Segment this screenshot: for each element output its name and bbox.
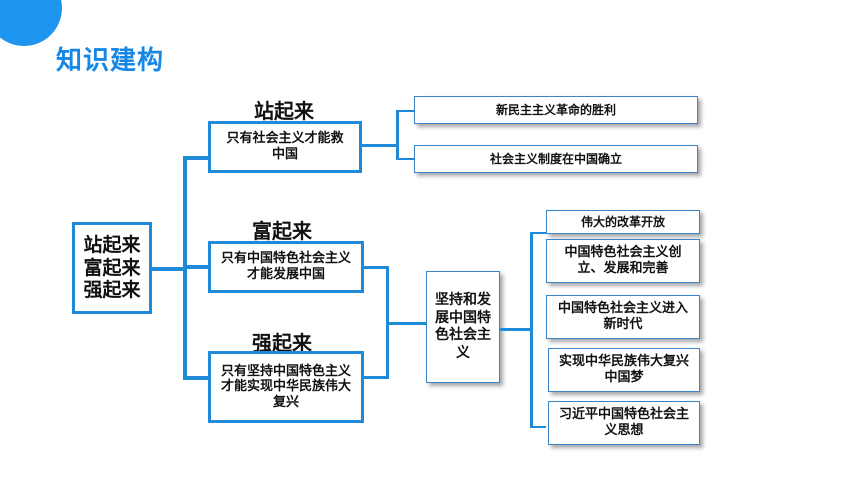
connector-line [386,322,426,325]
root-line-2: 富起来 [83,256,141,279]
stage-box-stand-up: 只有社会主义才能救中国 [208,121,362,173]
stage-heading-stand-up: 站起来 [254,99,314,123]
root-line-1: 站起来 [83,233,141,256]
stage-heading-get-rich: 富起来 [252,219,312,243]
header-decoration-circle [0,0,62,46]
stage-box-get-rich: 只有中国特色社会主义才能发展中国 [208,241,364,293]
reform-item: 中国特色社会主义创立、发展和完善 [546,239,700,283]
connector-line [183,265,210,269]
stand-up-item: 社会主义制度在中国确立 [414,145,698,173]
page-title: 知识建构 [56,46,165,76]
connector-line [530,232,546,234]
reform-item: 中国特色社会主义进入新时代 [546,295,700,339]
reform-item: 习近平中国特色社会主义思想 [548,401,700,445]
reform-item: 伟大的改革开放 [546,210,700,234]
connector-line [530,426,546,428]
connector-line [500,328,532,331]
center-box: 坚持和发展中国特色社会主义 [426,271,500,383]
root-line-3: 强起来 [83,279,141,302]
connector-line [364,266,388,269]
connector-line [362,144,398,147]
connector-line [396,158,414,160]
connector-line [183,156,210,160]
connector-line [364,376,388,379]
connector-line [530,232,533,428]
connector-line [396,110,414,112]
root-box: 站起来 富起来 强起来 [72,222,152,314]
stand-up-item: 新民主主义革命的胜利 [414,96,698,124]
connector-line [183,376,210,380]
reform-item: 实现中华民族伟大复兴中国梦 [548,348,700,392]
connector-line [152,267,185,271]
stage-box-grow-strong: 只有坚持中国特色主义才能实现中华民族伟大复兴 [208,351,364,423]
connector-line [396,110,399,160]
